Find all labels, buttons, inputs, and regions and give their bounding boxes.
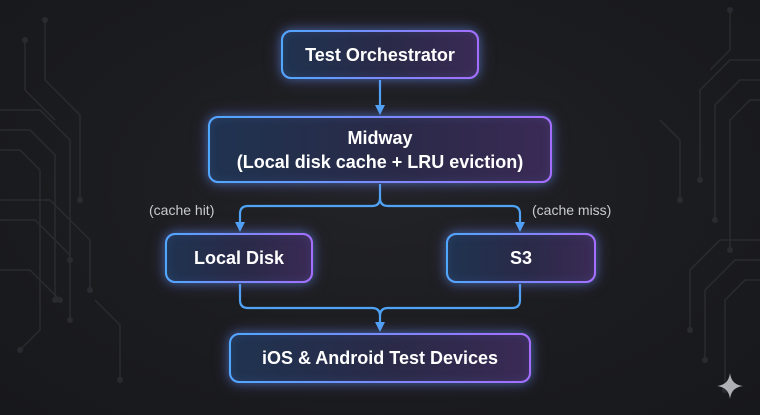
node-s3: S3 bbox=[446, 233, 596, 283]
circuit-decoration-right bbox=[659, 7, 760, 393]
arrow-midway-to-s3 bbox=[378, 197, 525, 232]
arrow-midway-to-local-disk bbox=[235, 184, 382, 232]
node-local-disk-label: Local Disk bbox=[193, 248, 285, 268]
node-test-orchestrator: Test Orchestrator bbox=[281, 30, 479, 79]
circuit-decoration-left bbox=[0, 17, 123, 383]
node-test-devices: iOS & Android Test Devices bbox=[229, 333, 531, 383]
arrow-local-disk-to-devices bbox=[238, 284, 385, 332]
node-midway: Midway (Local disk cache + LRU eviction) bbox=[208, 116, 552, 183]
node-test-devices-label: iOS & Android Test Devices bbox=[261, 348, 499, 368]
sparkle-icon bbox=[717, 373, 743, 399]
node-test-orchestrator-label: Test Orchestrator bbox=[305, 44, 455, 65]
node-midway-subtitle: (Local disk cache + LRU eviction) bbox=[236, 151, 524, 172]
node-midway-title: Midway bbox=[347, 127, 413, 148]
node-local-disk: Local Disk bbox=[165, 233, 313, 283]
arrow-s3-to-devices bbox=[378, 284, 522, 317]
edge-label-cache-miss: (cache miss) bbox=[532, 202, 612, 218]
node-s3-label: S3 bbox=[509, 248, 533, 268]
edge-label-cache-hit: (cache hit) bbox=[149, 202, 215, 218]
